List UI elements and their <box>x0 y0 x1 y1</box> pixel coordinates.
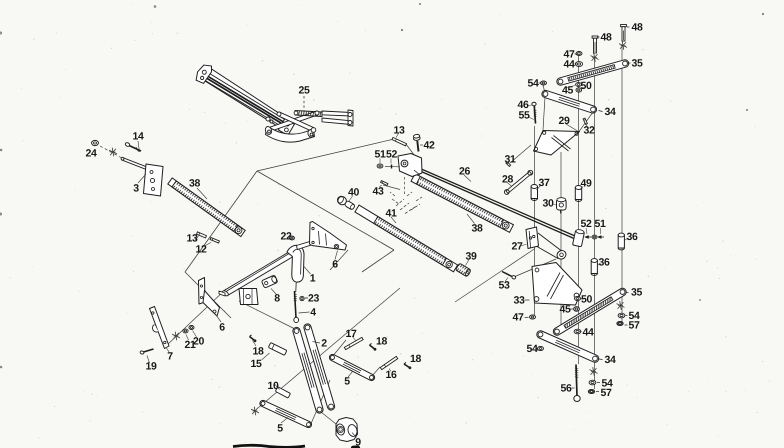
svg-text:37: 37 <box>538 177 550 189</box>
svg-text:19: 19 <box>145 360 157 372</box>
svg-text:36: 36 <box>598 256 610 268</box>
svg-text:54: 54 <box>526 343 538 355</box>
svg-text:40: 40 <box>348 186 360 198</box>
svg-text:52: 52 <box>580 218 592 230</box>
svg-text:5: 5 <box>344 375 350 387</box>
svg-text:17: 17 <box>345 328 357 340</box>
svg-text:7: 7 <box>167 350 173 362</box>
svg-text:18: 18 <box>376 335 388 347</box>
svg-text:26: 26 <box>459 165 471 177</box>
svg-text:30: 30 <box>542 197 554 209</box>
svg-text:33: 33 <box>513 294 525 306</box>
svg-text:35: 35 <box>631 57 643 69</box>
svg-text:31: 31 <box>504 153 516 165</box>
svg-text:32: 32 <box>583 124 595 136</box>
svg-text:41: 41 <box>385 207 397 219</box>
svg-text:34: 34 <box>604 106 616 118</box>
svg-text:18: 18 <box>252 345 264 357</box>
svg-text:55: 55 <box>518 109 530 121</box>
svg-text:51: 51 <box>594 218 606 230</box>
svg-text:54: 54 <box>601 377 613 389</box>
svg-text:3: 3 <box>133 182 139 194</box>
svg-text:44: 44 <box>563 58 575 70</box>
svg-text:57: 57 <box>600 387 612 399</box>
svg-text:42: 42 <box>423 139 435 151</box>
svg-text:54: 54 <box>628 310 640 322</box>
svg-text:8: 8 <box>274 292 280 304</box>
svg-text:14: 14 <box>132 130 144 142</box>
svg-text:9: 9 <box>355 436 361 448</box>
svg-text:22: 22 <box>280 230 292 242</box>
svg-text:6: 6 <box>332 258 338 270</box>
svg-text:49: 49 <box>580 177 592 189</box>
svg-text:18: 18 <box>410 353 422 365</box>
svg-text:48: 48 <box>631 21 643 33</box>
svg-text:43: 43 <box>372 185 384 197</box>
svg-text:27: 27 <box>511 240 523 252</box>
svg-text:1: 1 <box>310 272 316 284</box>
svg-text:45: 45 <box>562 84 574 96</box>
svg-text:56: 56 <box>560 382 572 394</box>
svg-text:57: 57 <box>628 319 640 331</box>
svg-text:6: 6 <box>219 321 225 333</box>
svg-text:4: 4 <box>310 306 316 318</box>
svg-text:28: 28 <box>502 173 514 185</box>
svg-text:46: 46 <box>517 99 529 111</box>
svg-text:45: 45 <box>559 303 571 315</box>
svg-text:47: 47 <box>512 312 524 324</box>
svg-text:52: 52 <box>386 148 398 160</box>
svg-text:54: 54 <box>527 77 539 89</box>
svg-text:10: 10 <box>267 380 279 392</box>
svg-text:15: 15 <box>250 358 262 370</box>
svg-text:34: 34 <box>604 354 616 366</box>
svg-text:47: 47 <box>563 48 575 60</box>
svg-text:13: 13 <box>186 232 198 244</box>
svg-text:24: 24 <box>85 147 97 159</box>
svg-text:36: 36 <box>626 231 638 243</box>
svg-text:44: 44 <box>582 326 594 338</box>
svg-text:20: 20 <box>193 335 205 347</box>
svg-text:25: 25 <box>298 84 310 96</box>
svg-text:21: 21 <box>184 339 196 351</box>
svg-text:16: 16 <box>385 369 397 381</box>
svg-text:2: 2 <box>321 337 327 349</box>
svg-text:48: 48 <box>600 31 612 43</box>
svg-text:53: 53 <box>498 279 510 291</box>
svg-text:51: 51 <box>374 148 386 160</box>
svg-text:38: 38 <box>189 177 201 189</box>
svg-text:13: 13 <box>393 124 405 136</box>
svg-text:50: 50 <box>580 80 592 92</box>
svg-text:12: 12 <box>195 243 207 255</box>
svg-text:38: 38 <box>471 222 483 234</box>
svg-text:50: 50 <box>581 293 593 305</box>
svg-text:23: 23 <box>308 292 320 304</box>
svg-text:5: 5 <box>277 422 283 434</box>
svg-text:35: 35 <box>631 286 643 298</box>
svg-text:39: 39 <box>465 250 477 262</box>
svg-text:29: 29 <box>558 115 570 127</box>
